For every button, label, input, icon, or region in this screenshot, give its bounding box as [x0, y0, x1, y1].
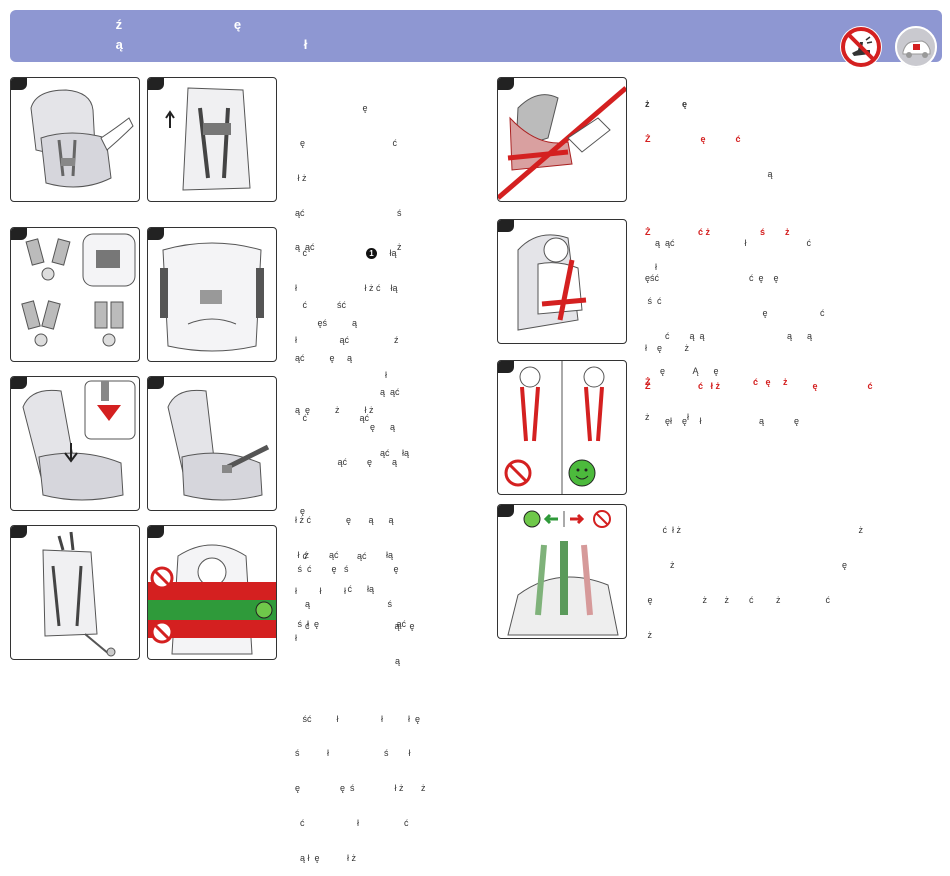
- line: ć ł ć: [290, 817, 409, 828]
- step-number-badge: [148, 526, 164, 538]
- illustration-seat-back: [147, 77, 277, 202]
- illustration-belt-guide-direction: [497, 504, 627, 639]
- step-number-badge: [148, 228, 164, 240]
- line: ę ć: [290, 137, 398, 148]
- line: ąć łą: [290, 447, 410, 458]
- instruction-block-6: ą ąć ł ć ęść ć ę ę ę ć ł ę: [640, 215, 825, 435]
- no-airbag-seat-icon: [840, 26, 882, 68]
- warning-mark: Ż ć ż ś ż: [640, 226, 790, 237]
- line: ł ł ż ć łą: [290, 282, 398, 293]
- warning-mark: Ż ć ł ż ę ć: [640, 381, 873, 392]
- line: Ż ę ć: [640, 134, 812, 146]
- step-number-badge: [498, 220, 514, 232]
- line: ąć ę ą: [290, 352, 353, 363]
- illustration-seat-harness: [10, 77, 140, 202]
- line: ć ąć: [290, 551, 367, 562]
- line: ł ł ł: [290, 585, 347, 596]
- car-icon: [895, 26, 937, 68]
- step-number-badge: [11, 78, 27, 90]
- line: ć ą ę: [290, 620, 415, 631]
- illustration-carry-seat: [10, 525, 140, 660]
- line: ą: [640, 168, 773, 179]
- line: ć ść: [290, 300, 347, 311]
- instruction-block-7: Ż ć ł ż ę ć ęł ę ł ą ę: [640, 358, 873, 439]
- line: Ż ć ę ż: [640, 377, 825, 389]
- line: ąć ś: [290, 207, 402, 218]
- line: ł ę ż: [640, 342, 690, 353]
- line: ć ąć: [290, 413, 370, 424]
- line: ż ę: [640, 99, 688, 110]
- line: ść ł ł ł ę: [290, 713, 421, 724]
- line: Ż ć ł ż ę ć: [640, 381, 873, 393]
- instruction-block-2: ć łą ł ł ż ć łą ęś ą ąć ę ą ą ąć: [290, 225, 406, 642]
- line: ć łą: [290, 248, 397, 259]
- line: ę ć: [640, 307, 825, 318]
- line: ć ł ż ż: [640, 525, 864, 536]
- step-number-badge: [498, 361, 514, 373]
- line: ą: [290, 655, 401, 666]
- line: Ż ć ż ś ż: [640, 227, 812, 239]
- line: ś ć ę ś ę: [290, 563, 399, 574]
- line: ć łą: [290, 584, 375, 595]
- instruction-block-4: ć ąć ł ł ł ć ą ę ą ść ł ł ł: [290, 528, 426, 876]
- line: ć ą ą ą ą: [640, 331, 813, 342]
- line: ł: [640, 261, 658, 272]
- illustration-harness-release: [10, 376, 140, 511]
- line: ł ż ć ę ą ą: [290, 514, 394, 525]
- instruction-block-3: ć ąć ąć łą ę ś ć ę ś ę ą ś ł: [290, 390, 409, 657]
- line: ł ż: [290, 172, 307, 183]
- instruction-block-1: ę ę ć ł ż ąć ś ą ąć ż ć ść ł ąć: [290, 80, 402, 428]
- line: ę ż ż ć ż ć: [640, 594, 831, 605]
- line: ż ę: [640, 559, 848, 570]
- line: ęść ć ę ę: [640, 272, 779, 283]
- instruction-block-5: ż ę Ż ę ć ą Ż ć ż ś ż ł ś ć: [640, 76, 812, 389]
- line: ą ł ę ł ż: [290, 852, 357, 863]
- line: ą ę ż ł ż: [290, 404, 374, 415]
- illustration-shoulder-height: [147, 525, 277, 660]
- line: ś ł ę ąć: [290, 619, 407, 630]
- illustration-buckle-tongues: [10, 227, 140, 362]
- illustration-belt-routing: [497, 77, 627, 202]
- line: ę ę ś ł ż ż: [290, 783, 426, 794]
- line: ąć ę ą: [290, 456, 398, 467]
- line: ł ż ąć łą: [290, 549, 394, 560]
- line: ę ą: [290, 422, 396, 433]
- step-number-badge: [11, 526, 27, 538]
- illustration-seat-pad-adjust: [147, 227, 277, 362]
- line: ą ąć: [290, 387, 400, 398]
- line: ł: [290, 369, 388, 380]
- line: ęś ą: [290, 317, 358, 328]
- step-number-badge: [148, 78, 164, 90]
- illustration-belt-position-compare: [497, 360, 627, 495]
- line: ę: [290, 505, 306, 516]
- line: ę Ą ę: [640, 365, 719, 376]
- line: ą ąć ż: [290, 242, 402, 253]
- step-number-badge: [148, 377, 164, 389]
- illustration-adjuster-strap: [147, 376, 277, 511]
- step-number-badge: [498, 78, 514, 90]
- warning-mark: Ż ć ę ż: [640, 377, 788, 388]
- step-number-badge: [11, 228, 27, 240]
- header-title-line-1: ź ę: [88, 17, 243, 32]
- header-bar: ź ę ą ł: [10, 10, 942, 68]
- line: ę: [290, 103, 368, 114]
- line: ż: [640, 629, 653, 640]
- line: ęł ę ł ą ę: [640, 415, 800, 426]
- instruction-block-8: ć ł ż ż ż ę ę ż ż: [640, 502, 864, 653]
- line: ś ć: [640, 296, 662, 307]
- line: ł ąć ź: [290, 335, 399, 346]
- step-number-badge: [11, 377, 27, 389]
- step-number-badge: [498, 505, 514, 517]
- step-marker-badge: 1: [366, 248, 377, 259]
- line: ż ł: [640, 412, 690, 423]
- line: ł: [290, 633, 298, 644]
- illustration-child-seated: [497, 219, 627, 344]
- line: ą ąć ł ć: [640, 238, 812, 249]
- warning-mark: Ż ę ć: [640, 133, 741, 144]
- line: ą ś: [290, 598, 393, 609]
- header-title-line-2: ą ł: [88, 37, 309, 52]
- line: ś ł ś ł: [290, 748, 411, 759]
